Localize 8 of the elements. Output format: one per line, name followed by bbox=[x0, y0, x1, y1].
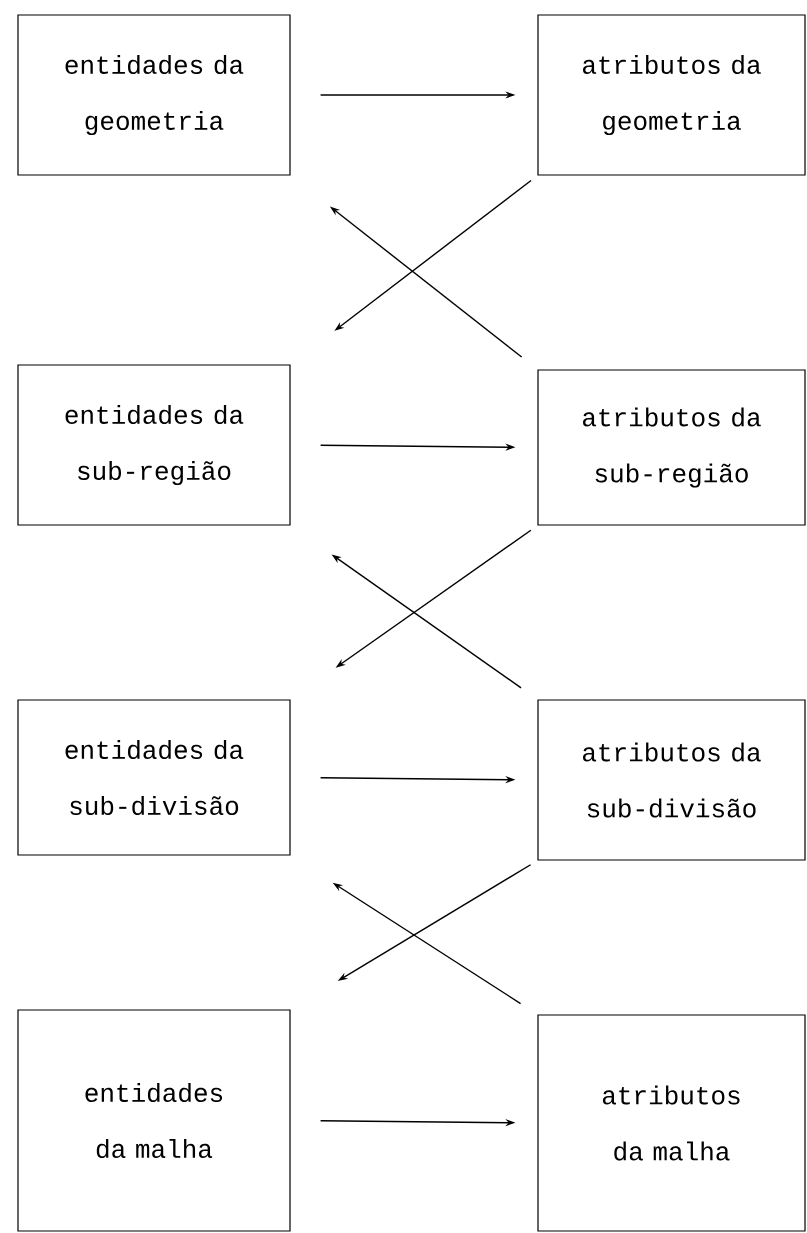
text-box: entidades da geometria bbox=[17, 14, 291, 176]
text-box: atributos da sub-região bbox=[537, 369, 806, 526]
text-box: entidades da sub-divisão bbox=[17, 699, 291, 856]
text-box: atributos da malha bbox=[537, 1014, 806, 1232]
text-box: atributos da geometria bbox=[537, 14, 806, 176]
text-box: entidades da sub-região bbox=[17, 364, 291, 526]
text-box: atributos da sub-divisão bbox=[537, 699, 806, 861]
text-box: entidades da malha bbox=[17, 1009, 291, 1232]
